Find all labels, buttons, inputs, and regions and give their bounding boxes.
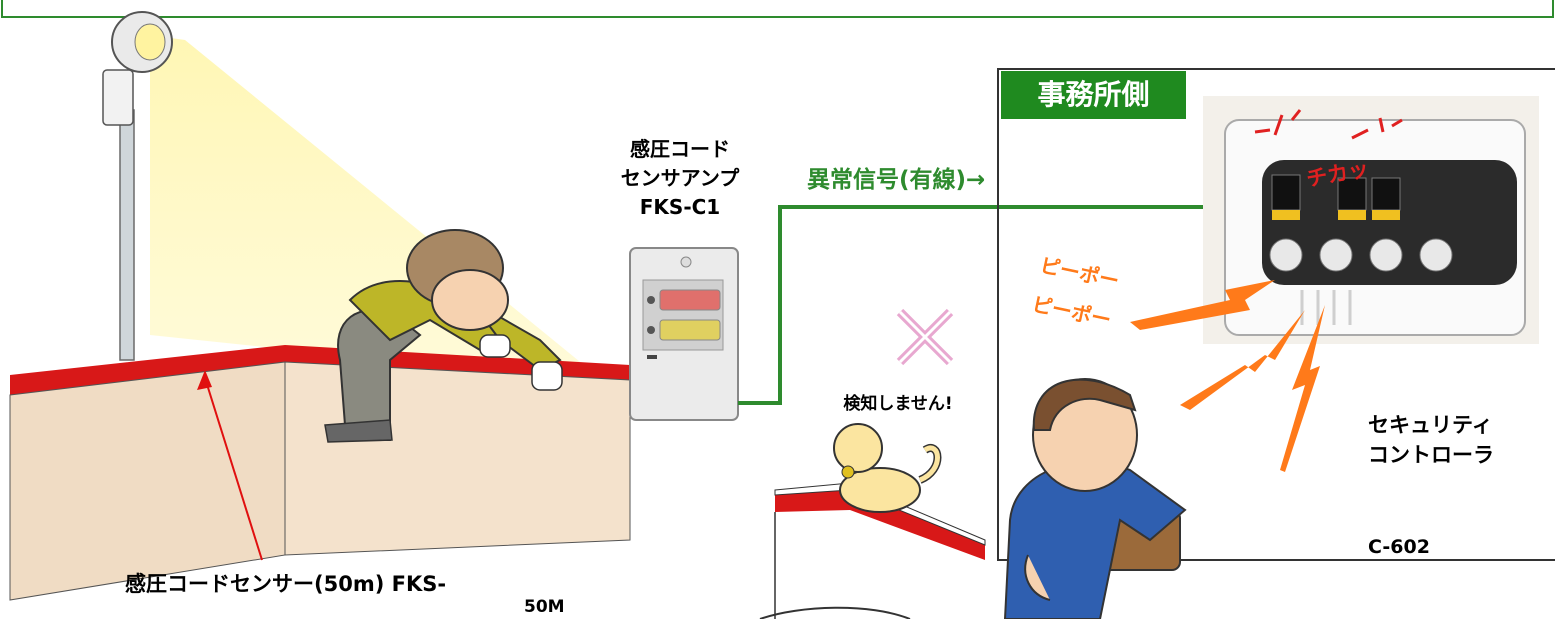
controller-label: セキュリティ コントローラ	[1368, 410, 1494, 470]
intruder-figure	[324, 229, 563, 443]
controller-label-line2: コントローラ	[1368, 443, 1494, 467]
cross-icon	[896, 308, 954, 366]
sensor-model: 50M	[524, 597, 565, 617]
amp-title-line1: 感圧コード	[630, 137, 730, 161]
security-controller-device	[1203, 96, 1539, 344]
flash-marks	[1254, 109, 1403, 140]
amp-title: 感圧コード センサアンプ FKS-C1	[580, 135, 780, 222]
lightning-bolt-icon	[1130, 280, 1325, 472]
top-frame	[1, 0, 1554, 18]
sensor-label: 感圧コードセンサー(50m) FKS-	[125, 572, 447, 596]
signal-wire	[738, 205, 1230, 405]
controller-label-line1: セキュリティ	[1368, 413, 1493, 437]
signal-label: 異常信号(有線)→	[807, 167, 986, 193]
guard-figure	[1003, 378, 1187, 619]
floodlight-icon	[102, 11, 173, 361]
cat-figure	[833, 423, 942, 513]
sensor-pointer-arrow	[197, 370, 263, 561]
amp-title-line2: センサアンプ	[620, 166, 740, 190]
office-frame	[997, 68, 1555, 561]
sensor-amp-device	[629, 247, 739, 421]
bottom-partial-shape	[759, 606, 911, 619]
controller-model: C-602	[1368, 536, 1430, 558]
amp-model: FKS-C1	[639, 195, 721, 219]
office-tag: 事務所側	[1001, 71, 1186, 119]
cat-not-detected-label: 検知しません!	[843, 394, 953, 414]
